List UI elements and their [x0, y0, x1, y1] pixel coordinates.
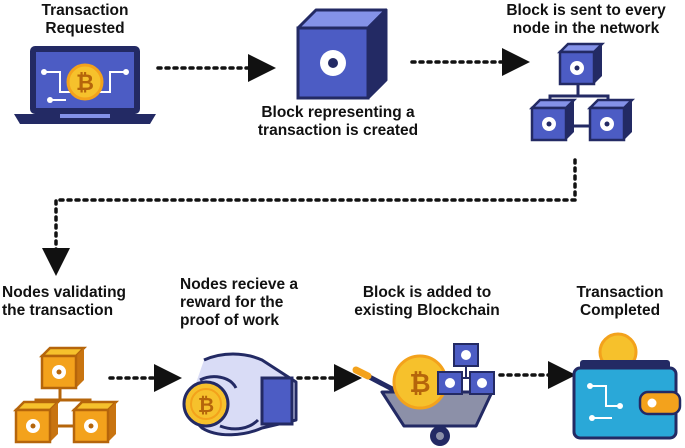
chain-block-right [469, 371, 495, 395]
label-line: proof of work [180, 312, 280, 329]
label-line: Transaction [576, 284, 664, 301]
chain-block-left [437, 371, 463, 395]
network-block-top [556, 42, 606, 86]
label-block-added: Block is added to existing Blockchain [344, 284, 510, 320]
network-block-right [586, 98, 636, 142]
label-nodes-reward: Nodes recieve a reward for the proof of … [180, 276, 320, 330]
label-line: Nodes validating [2, 284, 127, 301]
label-line: transaction is created [257, 122, 419, 139]
label-line: Transaction [41, 2, 129, 19]
label-line: Block is added to [362, 284, 492, 301]
arrow-3-to-4 [42, 158, 577, 276]
label-line: Nodes recieve a [180, 276, 299, 293]
connector-arrows [42, 48, 577, 392]
orange-block-right [70, 400, 120, 444]
label-transaction-completed: Transaction Completed [560, 284, 680, 320]
label-transaction-requested: Transaction Requested [30, 2, 140, 38]
label-nodes-validating: Nodes validating the transaction [2, 284, 152, 320]
label-line: Completed [579, 302, 661, 319]
label-line: the transaction [2, 302, 114, 319]
orange-block-left [12, 400, 62, 444]
laptop-bitcoin-icon: ₿ [14, 46, 156, 124]
orange-block-top [38, 346, 88, 390]
label-line: Block representing a [261, 104, 415, 121]
wallet-icon [572, 332, 682, 440]
label-block-broadcast: Block is sent to every node in the netwo… [488, 2, 684, 38]
svg-text:₿: ₿ [198, 393, 214, 417]
orange-blocks-icon [12, 346, 120, 444]
label-line: Requested [45, 20, 125, 37]
cube-block-icon [296, 8, 388, 100]
label-block-created: Block representing a transaction is crea… [238, 104, 438, 140]
label-line: Block is sent to every [506, 2, 666, 19]
chain-block-top [453, 343, 479, 367]
svg-text:₿: ₿ [409, 369, 430, 399]
label-line: reward for the [180, 294, 284, 311]
network-blocks-icon [528, 42, 636, 142]
label-line: existing Blockchain [354, 302, 500, 319]
wheelbarrow-icon: ₿ [352, 343, 495, 446]
network-block-left [528, 98, 578, 142]
hand-coin-icon: ₿ [182, 352, 298, 437]
label-line: node in the network [512, 20, 660, 37]
svg-text:₿: ₿ [76, 71, 94, 96]
